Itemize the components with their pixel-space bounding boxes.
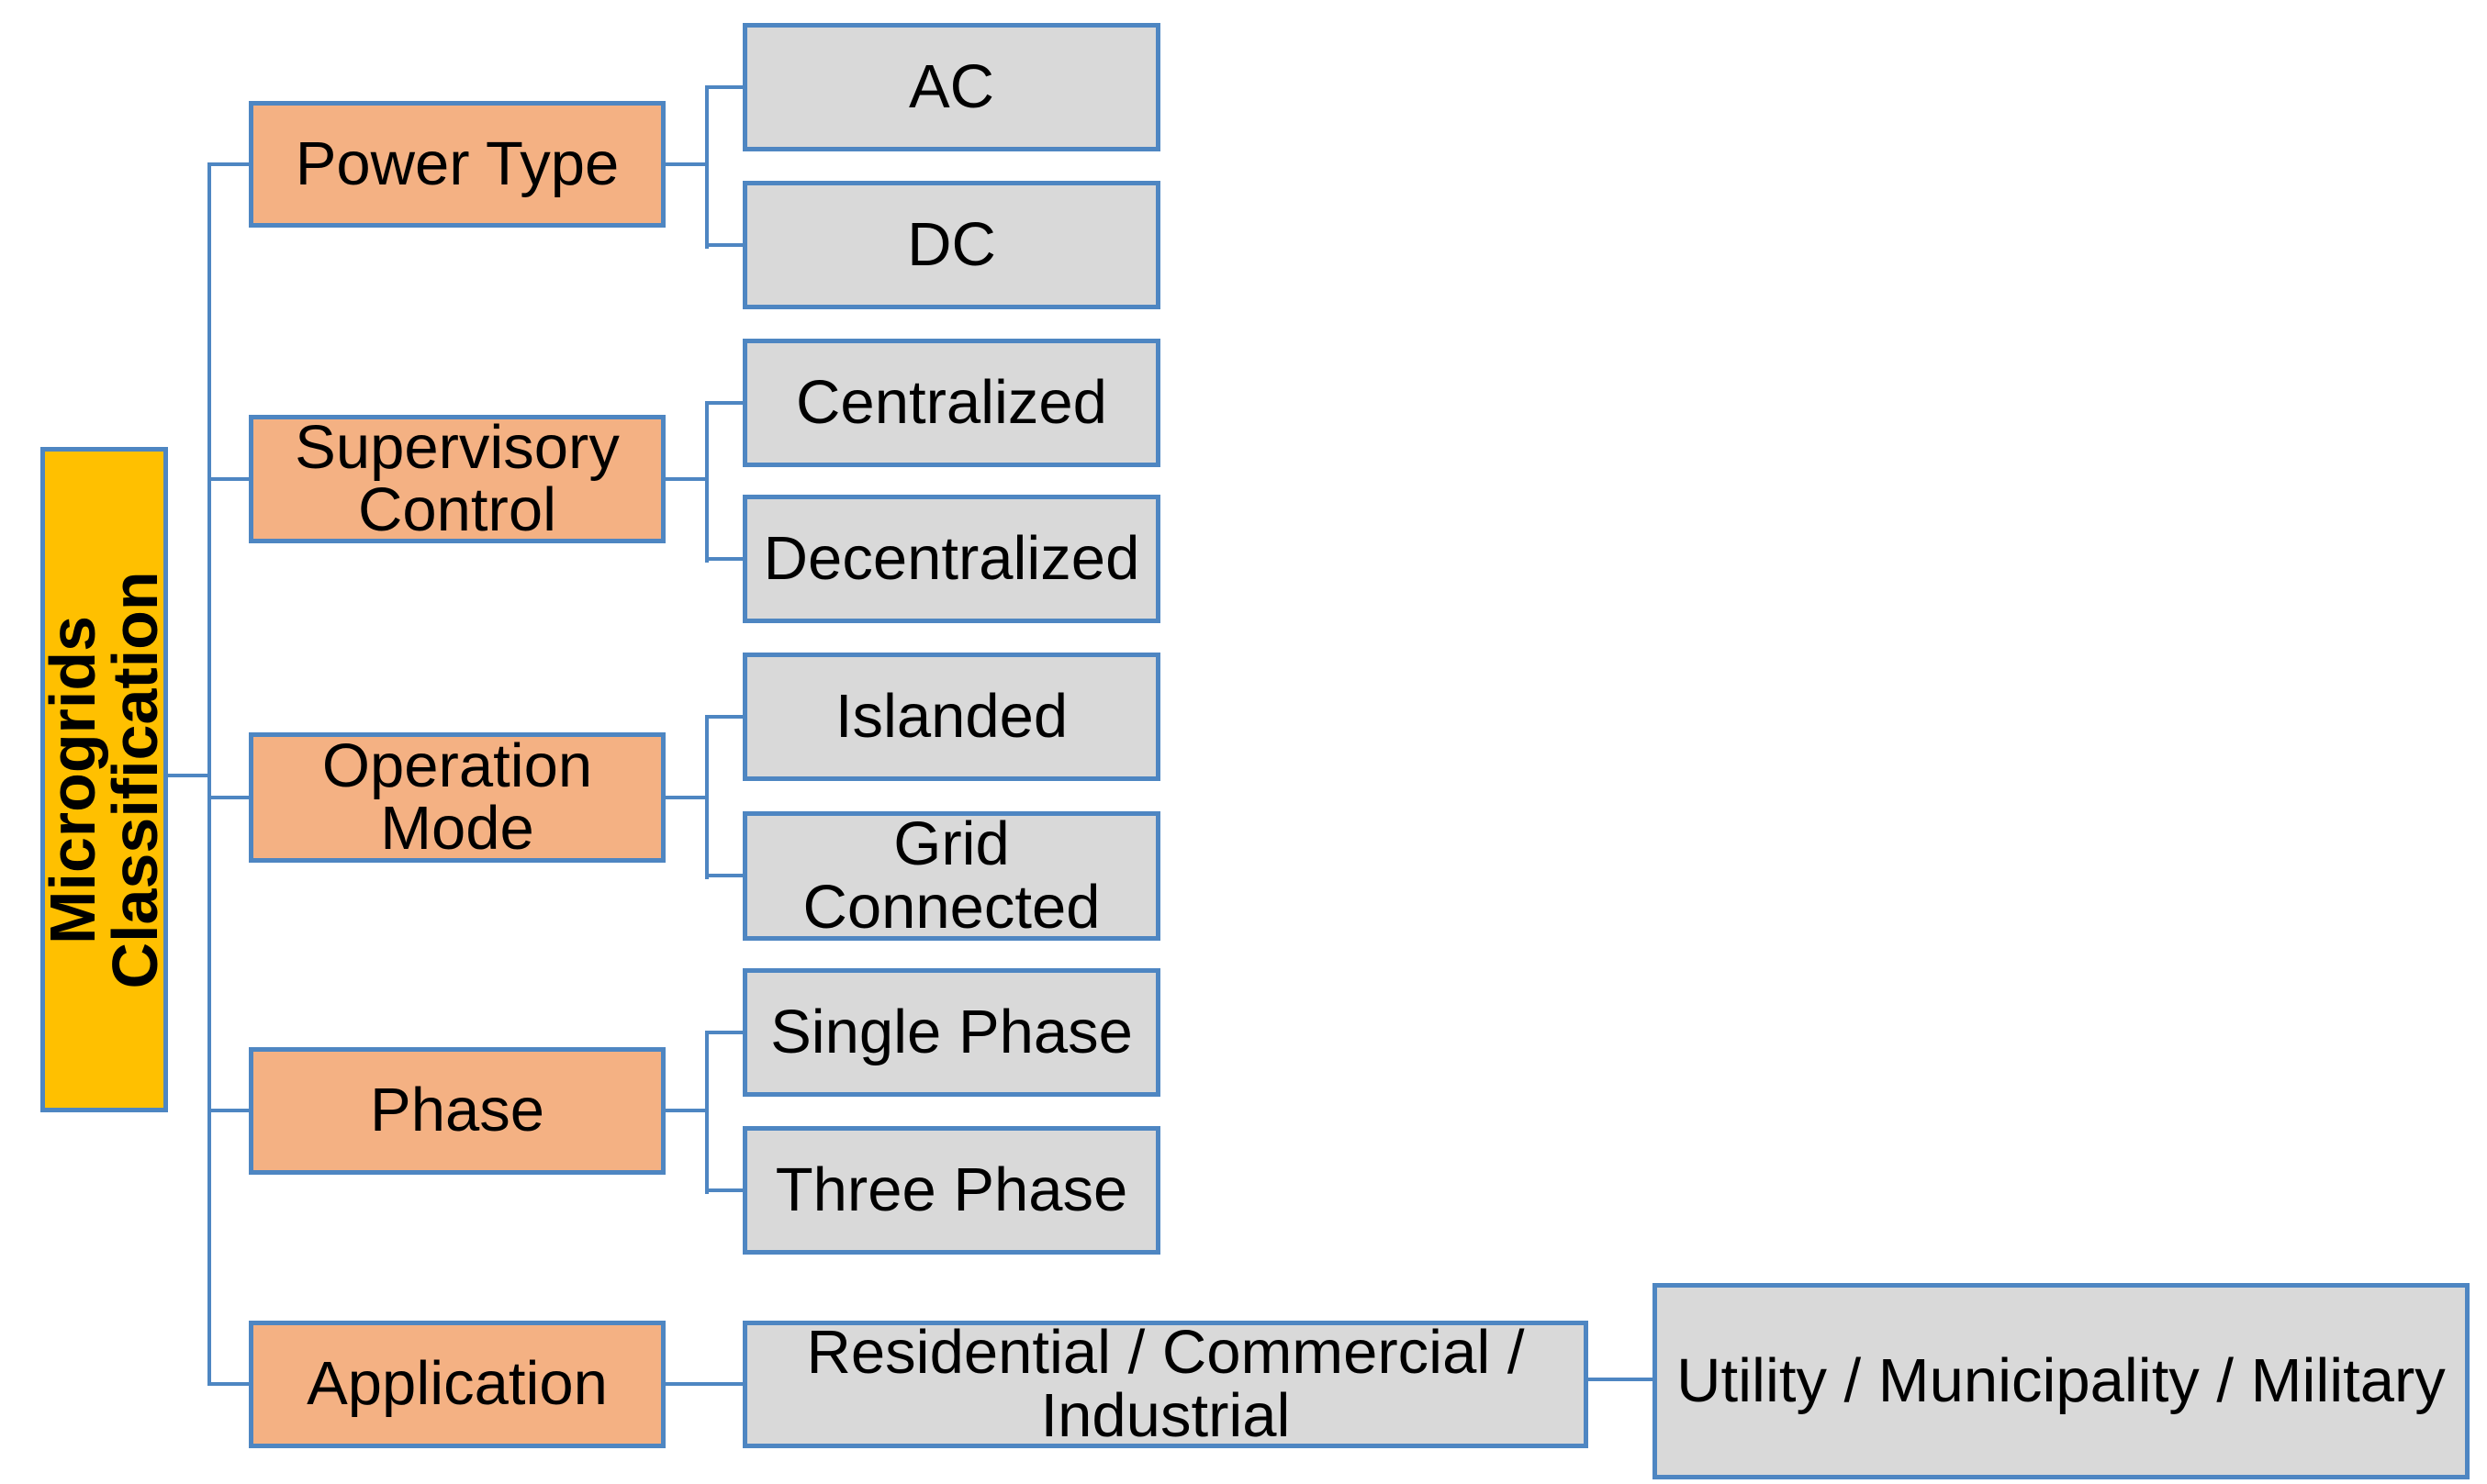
node-dc-label: DC bbox=[907, 209, 996, 279]
node-grid-connected-label: Grid Connected bbox=[802, 809, 1101, 942]
connector-split-ac bbox=[709, 85, 743, 89]
node-power-type: Power Type bbox=[249, 101, 666, 228]
connector-trunk-phase bbox=[211, 1109, 249, 1112]
connector-operation-split-vertical bbox=[705, 715, 709, 879]
connector-supervisory-split-stub bbox=[666, 477, 707, 481]
node-decentralized: Decentralized bbox=[743, 495, 1160, 623]
connector-application-residential bbox=[666, 1382, 743, 1386]
node-centralized: Centralized bbox=[743, 339, 1160, 467]
node-grid-connected: Grid Connected bbox=[743, 811, 1160, 941]
connector-split-three-phase bbox=[709, 1188, 743, 1192]
node-utility-municipality-military-label: Utility / Municipality / Military bbox=[1676, 1345, 2446, 1415]
connector-operation-split-stub bbox=[666, 796, 707, 799]
node-single-phase-label: Single Phase bbox=[770, 997, 1133, 1066]
connector-phase-split-stub bbox=[666, 1109, 707, 1112]
node-residential-commercial-industrial-label: Residential / Commercial / Industrial bbox=[806, 1318, 1525, 1450]
node-ac-label: AC bbox=[908, 51, 995, 121]
node-phase-label: Phase bbox=[370, 1076, 544, 1145]
node-three-phase: Three Phase bbox=[743, 1126, 1160, 1255]
node-centralized-label: Centralized bbox=[796, 367, 1107, 437]
node-dc: DC bbox=[743, 181, 1160, 309]
connector-split-islanded bbox=[709, 715, 743, 719]
node-utility-municipality-military: Utility / Municipality / Military bbox=[1652, 1283, 2470, 1479]
node-application-label: Application bbox=[307, 1349, 608, 1419]
connector-root-to-trunk bbox=[168, 774, 209, 777]
connector-trunk-supervisory-control bbox=[211, 477, 249, 481]
node-islanded: Islanded bbox=[743, 653, 1160, 781]
connector-power-type-split-stub bbox=[666, 162, 707, 166]
connector-trunk-application bbox=[211, 1382, 249, 1386]
connector-split-single-phase bbox=[709, 1031, 743, 1034]
connector-trunk-vertical bbox=[207, 162, 211, 1386]
node-decentralized-label: Decentralized bbox=[763, 523, 1140, 593]
node-three-phase-label: Three Phase bbox=[775, 1155, 1128, 1224]
node-supervisory-control-label: Supervisory Control bbox=[295, 412, 620, 544]
connector-split-decentralized bbox=[709, 557, 743, 561]
connector-split-grid-connected bbox=[709, 874, 743, 877]
node-supervisory-control: Supervisory Control bbox=[249, 415, 666, 543]
node-phase: Phase bbox=[249, 1047, 666, 1175]
connector-trunk-operation-mode bbox=[211, 796, 249, 799]
node-root-label: Microgrids Classification bbox=[36, 570, 171, 989]
node-residential-commercial-industrial: Residential / Commercial / Industrial bbox=[743, 1321, 1588, 1448]
node-operation-mode: Operation Mode bbox=[249, 732, 666, 863]
connector-power-type-split-vertical bbox=[705, 85, 709, 249]
node-application: Application bbox=[249, 1321, 666, 1448]
connector-split-dc bbox=[709, 243, 743, 247]
connector-trunk-power-type bbox=[211, 162, 249, 166]
node-power-type-label: Power Type bbox=[295, 128, 620, 198]
node-islanded-label: Islanded bbox=[835, 681, 1069, 751]
node-operation-mode-label: Operation Mode bbox=[321, 731, 593, 863]
node-ac: AC bbox=[743, 23, 1160, 151]
connector-residential-utility bbox=[1588, 1378, 1652, 1381]
connector-split-centralized bbox=[709, 401, 743, 405]
node-root: Microgrids Classification bbox=[36, 447, 171, 1112]
connector-phase-split-vertical bbox=[705, 1031, 709, 1194]
node-single-phase: Single Phase bbox=[743, 968, 1160, 1097]
connector-supervisory-split-vertical bbox=[705, 401, 709, 563]
